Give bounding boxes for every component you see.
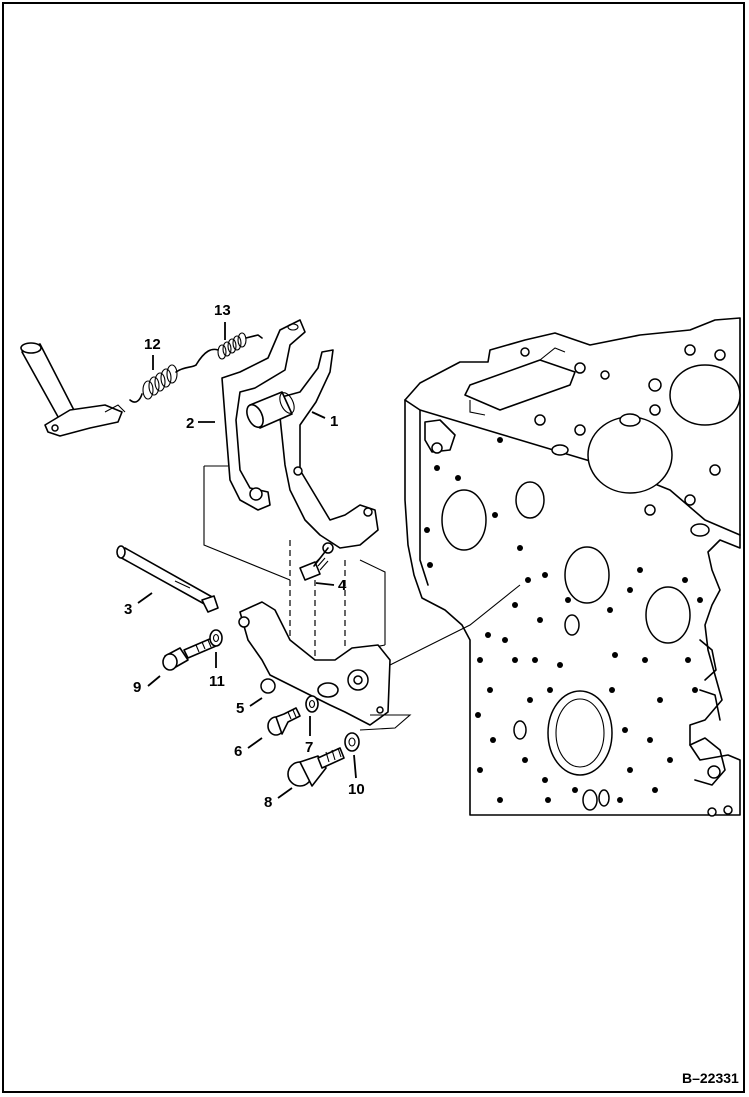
bolt-9 bbox=[162, 629, 223, 671]
callout-10: 10 bbox=[348, 781, 365, 798]
spring-12 bbox=[129, 364, 197, 403]
spring-13 bbox=[195, 332, 263, 366]
alignment-box bbox=[203, 465, 386, 668]
callout-6: 6 bbox=[234, 743, 242, 760]
callout-1: 1 bbox=[330, 413, 338, 430]
pin-3 bbox=[116, 545, 219, 613]
callout-4: 4 bbox=[338, 577, 347, 594]
callout-13: 13 bbox=[214, 302, 231, 319]
engine-block bbox=[404, 317, 741, 817]
bolt-6 bbox=[267, 707, 301, 736]
callout-12: 12 bbox=[144, 336, 161, 353]
bracket-5 bbox=[238, 584, 521, 731]
washer-7 bbox=[305, 695, 319, 713]
callouts: 13 12 2 1 3 4 11 9 5 6 7 8 10 bbox=[124, 302, 365, 811]
governor-lever-2 bbox=[221, 319, 306, 511]
bolt-8 bbox=[287, 747, 345, 787]
washer-10 bbox=[344, 732, 360, 752]
callout-11: 11 bbox=[209, 673, 225, 690]
callout-7: 7 bbox=[305, 739, 313, 756]
callout-8: 8 bbox=[264, 794, 272, 811]
bolt-4 bbox=[299, 547, 329, 581]
fork-lever-1 bbox=[246, 349, 379, 554]
speed-control-rod bbox=[20, 342, 126, 437]
figure-reference-code: B–22331 bbox=[682, 1070, 739, 1086]
callout-2: 2 bbox=[186, 415, 194, 432]
callout-3: 3 bbox=[124, 601, 132, 618]
callout-9: 9 bbox=[133, 679, 141, 696]
leader-lines bbox=[137, 322, 357, 799]
callout-5: 5 bbox=[236, 700, 244, 717]
